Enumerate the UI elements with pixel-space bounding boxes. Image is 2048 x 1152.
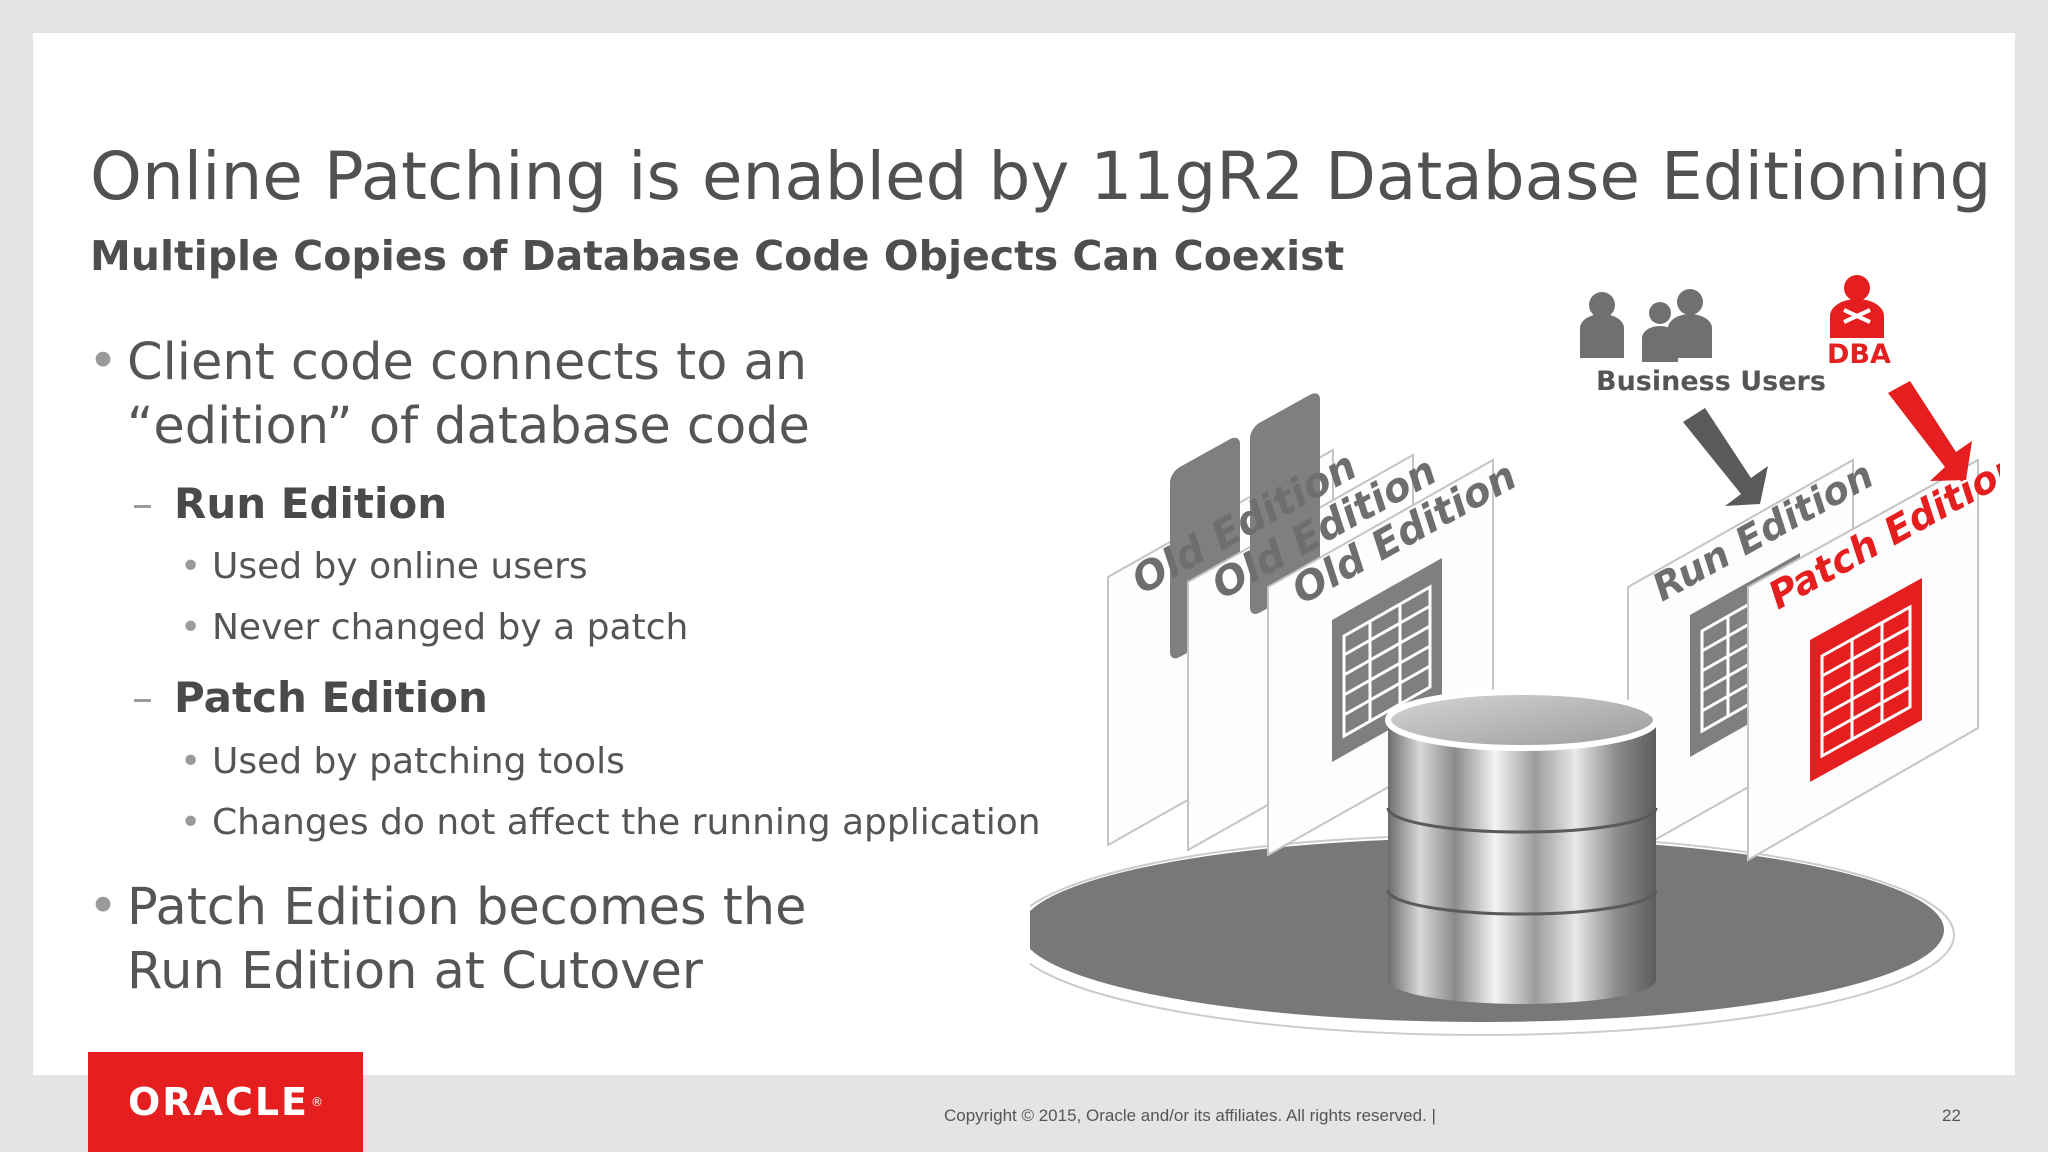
sub-bullet-run-edition: Run Edition: [174, 479, 448, 528]
dba-arrow-icon: [1888, 381, 1972, 481]
patch-edition-panel: [1747, 458, 1979, 862]
slide-subtitle: Multiple Copies of Database Code Objects…: [90, 232, 1345, 280]
sub-bullet-patch-edition: Patch Edition: [174, 673, 488, 722]
wrench-icon: [1843, 308, 1871, 324]
bullet-marker: •: [180, 607, 202, 648]
dba-icon: [1830, 275, 1884, 338]
bullet-cutover-line1: Patch Edition becomes the: [127, 878, 807, 937]
dash-marker: –: [132, 673, 153, 722]
bullet-marker: •: [88, 877, 119, 936]
slide-title: Online Patching is enabled by 11gR2 Data…: [90, 138, 1992, 215]
page-number: 22: [1942, 1106, 1961, 1125]
oracle-logo-text: ORACLE: [127, 1080, 310, 1124]
bullet-client-code-line1: Client code connects to an: [127, 333, 808, 392]
business-users-icon: [1580, 289, 1712, 362]
run-sub-online-users: Used by online users: [212, 546, 588, 587]
editioning-diagram: Old Edition Old Edition Old Edition Run …: [1030, 275, 2000, 1036]
copyright-notice: Copyright © 2015, Oracle and/or its affi…: [944, 1106, 1436, 1125]
patch-sub-no-effect: Changes do not affect the running applic…: [212, 802, 1041, 843]
bullet-marker: •: [180, 741, 202, 782]
database-icon: [1385, 689, 1659, 1004]
run-sub-never-changed: Never changed by a patch: [212, 607, 689, 648]
business-users-label: Business Users: [1596, 366, 1826, 397]
dash-marker: –: [132, 479, 153, 528]
bullet-marker: •: [180, 802, 202, 843]
bullet-cutover-line2: Run Edition at Cutover: [127, 942, 703, 1001]
patch-sub-patching-tools: Used by patching tools: [212, 741, 625, 782]
oracle-logo: ORACLE®: [88, 1052, 363, 1152]
dba-label: DBA: [1827, 339, 1891, 370]
business-users-arrow-icon: [1683, 408, 1768, 506]
bullet-client-code-line2: “edition” of database code: [127, 397, 810, 456]
bullet-marker: •: [88, 332, 119, 391]
bullet-marker: •: [180, 546, 202, 587]
